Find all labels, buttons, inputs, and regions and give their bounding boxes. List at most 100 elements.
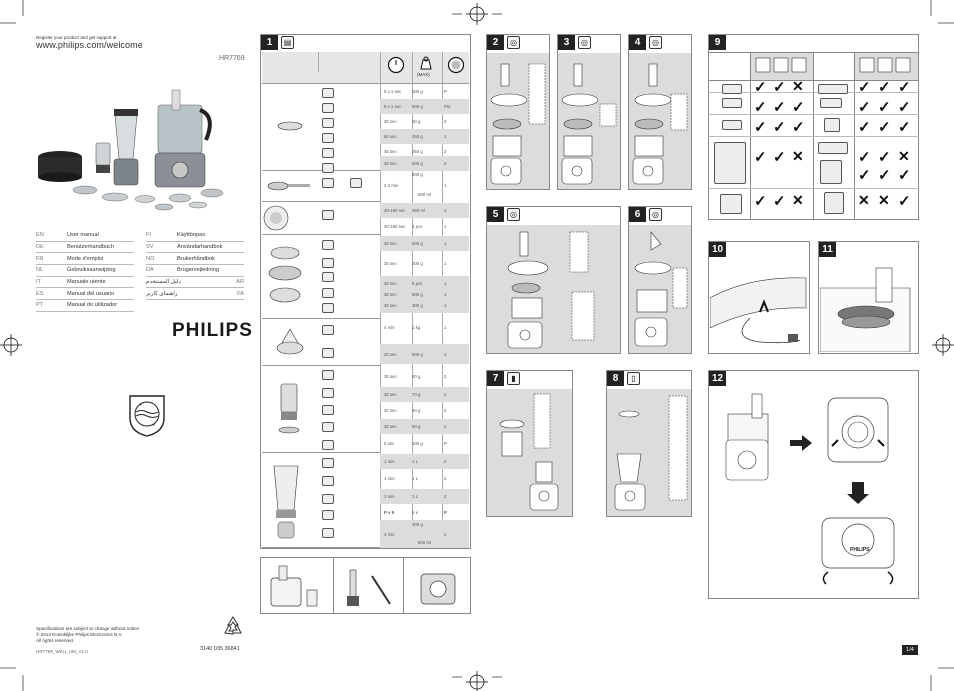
mill-icon [278, 383, 300, 434]
check-mark: ✓ [878, 119, 891, 136]
assembly-illustration-3 [561, 63, 617, 185]
disc-icon: ◎ [578, 36, 591, 49]
food-icon [322, 476, 334, 486]
registration-mark-left [0, 334, 22, 356]
disc-icon: ◎ [507, 36, 520, 49]
accessory-icon [714, 142, 746, 184]
food-icon [322, 440, 334, 450]
accessory-icon [722, 98, 742, 108]
accessory-icon [722, 120, 742, 130]
recycle-icon [224, 616, 242, 635]
base-cleaning-illustration [725, 393, 895, 585]
part-number: 3140 035 36841 [200, 646, 240, 652]
check-mark: ✓ [858, 79, 871, 96]
food-icon [350, 178, 362, 188]
svg-text:✦: ✦ [139, 402, 143, 407]
svg-text:✦: ✦ [152, 422, 156, 427]
support-url[interactable]: www.philips.com/welcome [36, 40, 143, 50]
accessory-icon [720, 194, 742, 214]
panel-5: 5 ◎ [486, 206, 621, 354]
check-mark: ✓ [878, 79, 891, 96]
food-icon [322, 272, 334, 282]
max-label: (MAX) [417, 72, 430, 77]
food-icon [322, 88, 334, 98]
weight-icon [420, 56, 432, 70]
cross-mark: ✕ [792, 192, 804, 208]
food-icon [322, 325, 334, 335]
check-mark: ✓ [878, 99, 891, 116]
timer-icon [387, 56, 405, 74]
philips-shield-logo: ✦ ✦ [129, 395, 165, 437]
disc-icon: ◎ [649, 36, 662, 49]
food-icon [322, 210, 334, 220]
check-mark: ✓ [773, 99, 786, 116]
dishwasher-icons-left [755, 57, 807, 73]
food-icon [322, 163, 334, 173]
check-mark: ✓ [898, 167, 911, 184]
panel-7: 7 ▮ [486, 370, 573, 517]
assembly-illustration-8 [614, 395, 688, 511]
check-mark: ✓ [754, 79, 767, 96]
disc-icon: ◎ [507, 208, 520, 221]
table-row: 600 ml [418, 539, 431, 545]
check-mark: ✓ [792, 119, 805, 136]
check-mark: ✓ [773, 119, 786, 136]
food-icon [322, 422, 334, 432]
check-mark: ✓ [858, 149, 871, 166]
assembly-illustration-2 [490, 63, 546, 185]
check-mark: ✓ [773, 79, 786, 96]
food-icon [322, 148, 334, 158]
check-mark: ✓ [754, 149, 767, 166]
food-icon [322, 370, 334, 380]
registration-mark-top [466, 3, 488, 25]
dishwasher-icons-right [859, 57, 911, 73]
food-icon [322, 348, 334, 358]
accessory-icon [820, 98, 842, 108]
table-header [262, 52, 469, 84]
spatula-icon [347, 569, 391, 606]
check-mark: ✓ [754, 193, 767, 210]
check-mark: ✓ [858, 167, 871, 184]
check-mark: ✓ [898, 99, 911, 116]
registration-mark-bottom [466, 671, 488, 691]
assembly-illustration-5 [507, 231, 595, 349]
food-icon [322, 388, 334, 398]
register-text: Register your product and get support at [36, 35, 117, 40]
check-mark: ✓ [792, 99, 805, 116]
brand-wordmark: PHILIPS [172, 320, 253, 341]
food-icon [322, 118, 334, 128]
base-brand-label: PHILIPS [850, 547, 870, 553]
accessory-icon [818, 84, 848, 94]
food-icon [322, 494, 334, 504]
check-mark: ✓ [898, 193, 911, 210]
kneading-tool-icon [267, 181, 310, 191]
emulsifying-disc-icon [263, 205, 289, 231]
check-mark: ✓ [754, 119, 767, 136]
food-icon [322, 178, 334, 188]
check-mark: ✓ [773, 149, 786, 166]
check-mark: ✓ [878, 149, 891, 166]
